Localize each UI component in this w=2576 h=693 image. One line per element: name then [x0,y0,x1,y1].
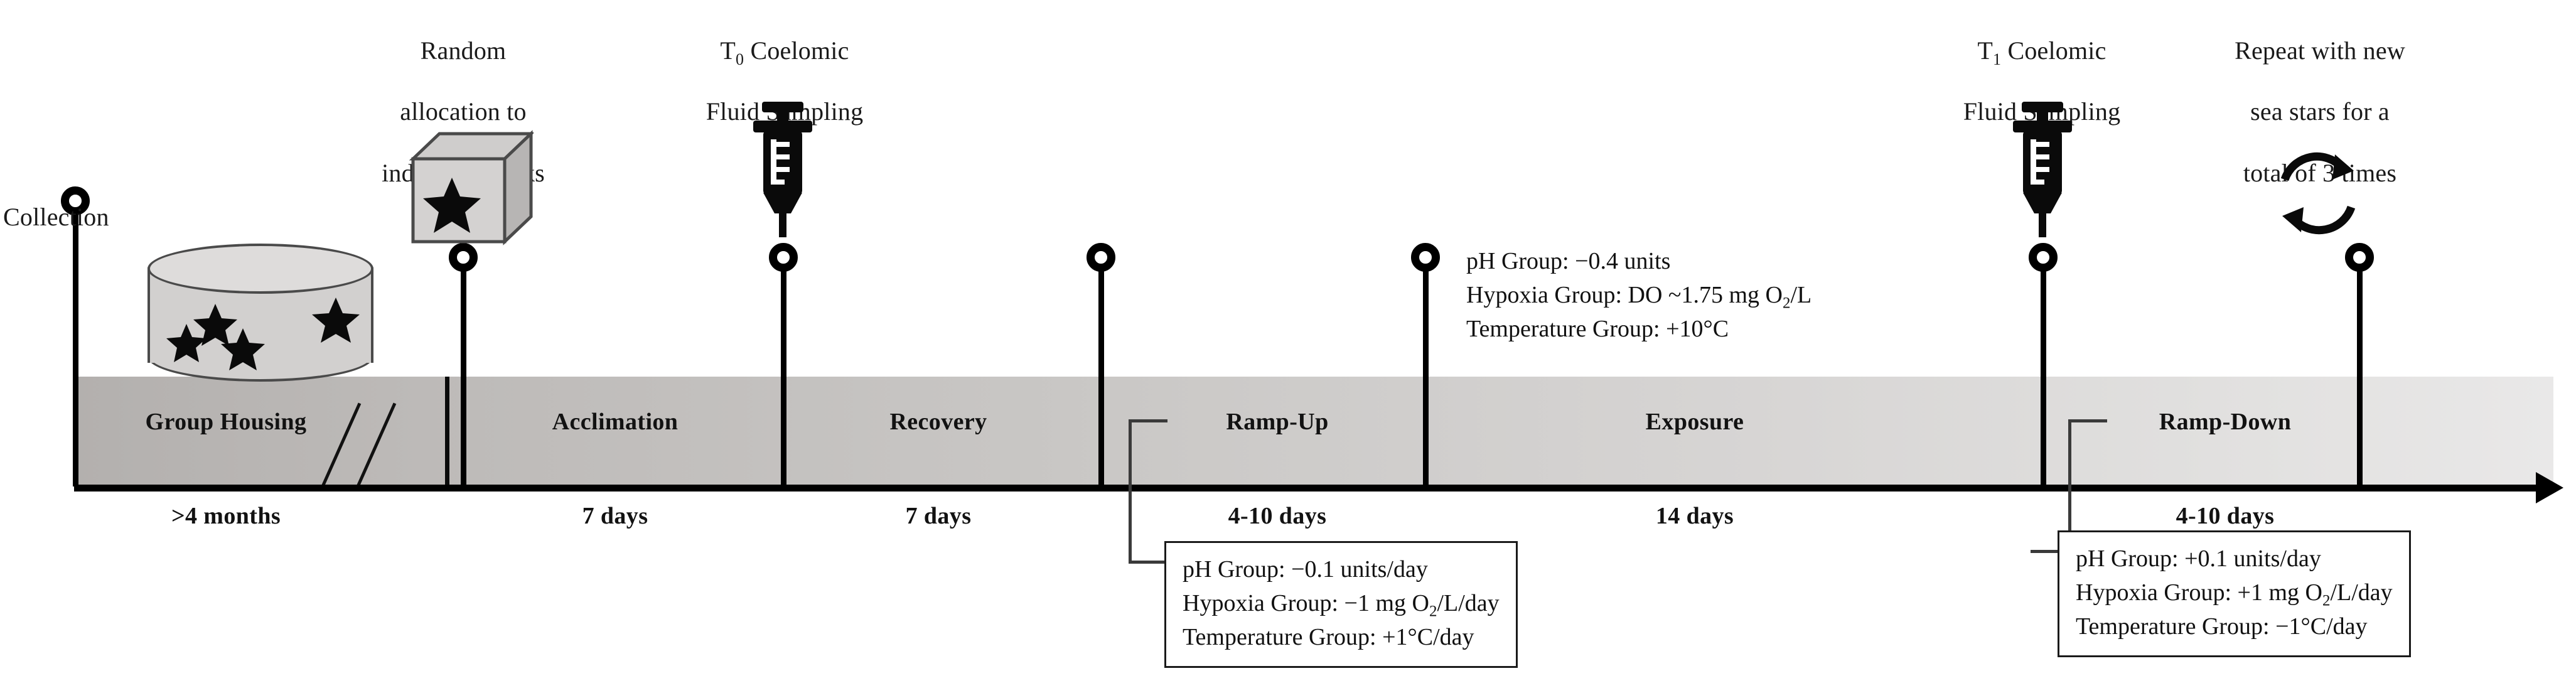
milestone-marker-ramp-up-start[interactable] [1087,243,1115,272]
duration-ramp-down: 4-10 days [2176,503,2275,529]
annotation-text: pH Group: −0.1 units/day [1183,556,1428,583]
annotation-text: Hypoxia Group: +1 mg O [2076,579,2322,606]
annotation-line: Temperature Group: −1°C/day [2076,610,2393,644]
milestone-marker-allocation[interactable] [449,243,478,272]
annotation-text: pH Group: +0.1 units/day [2076,545,2321,572]
annotation-subscript: 2 [2322,592,2331,610]
syringe-icon [2013,102,2072,237]
annotation-exposure-conditions: pH Group: −0.4 units Hypoxia Group: DO ~… [1466,245,1811,346]
tank-sea-stars [166,298,360,370]
milestone-stem-collection [73,201,78,486]
cube-with-star-icon [409,130,534,245]
annotation-text: Hypoxia Group: −1 mg O [1183,589,1429,616]
leader-stub-ramp-down [2069,419,2107,422]
caption-allocation-line1: Random [420,36,507,65]
phase-label-acclimation: Acclimation [552,409,679,435]
milestone-marker-repeat[interactable] [2345,243,2374,272]
t0-prefix: T [720,36,736,65]
leader-line-ramp-down [2068,419,2071,552]
t0-subscript: 0 [736,50,744,68]
duration-group-housing: >4 months [171,503,281,529]
caption-t1-line1: T1 Coelomic [1901,36,2183,68]
t1-rest: Coelomic [2001,36,2106,65]
milestone-stem-t1 [2041,257,2046,486]
milestone-marker-t1[interactable] [2029,243,2058,272]
leader-stub-ramp-up [1130,419,1167,422]
arrow-right-icon [2536,472,2563,503]
caption-t0-line1: T0 Coelomic [647,36,923,68]
milestone-stem-exposure-start [1423,257,1429,486]
cylinder-tank-icon [148,244,373,382]
leader-line-ramp-up-foot [1129,561,1167,564]
annotation-line: Hypoxia Group: DO ~1.75 mg O2/L [1466,279,1811,313]
annotation-subscript: 2 [1782,294,1791,312]
caption-allocation-line2: allocation to [400,97,527,126]
phase-label-recovery: Recovery [889,409,987,435]
t1-subscript: 1 [1993,50,2002,68]
caption-repeat: Repeat with new sea stars for a total of… [2194,5,2445,220]
annotation-text-tail: /L/day [2330,579,2393,606]
duration-exposure: 14 days [1655,503,1734,529]
annotation-ramp-up-rates: pH Group: −0.1 units/day Hypoxia Group: … [1164,541,1518,668]
caption-collection: Collection [3,203,109,231]
phase-label-group-housing: Group Housing [145,409,307,435]
milestone-marker-exposure-start[interactable] [1411,243,1440,272]
leader-line-ramp-up [1129,419,1132,562]
annotation-text: pH Group: −0.4 units [1466,248,1671,274]
annotation-line: pH Group: −0.1 units/day [1183,553,1500,587]
phase-band [74,377,2553,486]
caption-repeat-line1: Repeat with new [2235,36,2405,65]
milestone-stem-repeat [2357,257,2363,486]
annotation-line: Hypoxia Group: +1 mg O2/L/day [2076,576,2393,610]
leader-line-ramp-down-foot [2031,550,2069,553]
milestone-stem-t0 [781,257,786,486]
band-divider-group-housing-acclimation [445,377,449,487]
phase-label-ramp-up: Ramp-Up [1226,409,1329,435]
caption-repeat-line2: sea stars for a [2250,97,2390,126]
annotation-text-tail: /L/day [1437,589,1500,616]
annotation-text-tail: /L [1790,281,1812,308]
timeline-axis [74,485,2547,492]
annotation-text: Temperature Group: +10°C [1466,315,1729,342]
annotation-text: Temperature Group: −1°C/day [2076,613,2368,640]
annotation-line: Hypoxia Group: −1 mg O2/L/day [1183,587,1500,621]
annotation-line: pH Group: −0.4 units [1466,245,1811,279]
milestone-marker-collection[interactable] [61,186,90,215]
annotation-text: Temperature Group: +1°C/day [1183,623,1474,650]
t0-rest: Coelomic [744,36,849,65]
annotation-subscript: 2 [1429,603,1437,620]
annotation-line: pH Group: +0.1 units/day [2076,542,2393,576]
milestone-stem-ramp-up-start [1098,257,1104,486]
phase-label-exposure: Exposure [1645,409,1744,435]
annotation-text: Hypoxia Group: DO ~1.75 mg O [1466,281,1783,308]
caption-repeat-line3: total of 3 times [2243,158,2397,187]
t1-prefix: T [1977,36,1994,65]
syringe-icon [753,102,812,237]
annotation-line: Temperature Group: +10°C [1466,313,1811,346]
phase-label-ramp-down: Ramp-Down [2159,409,2292,435]
circular-repeat-arrows-icon [2280,152,2356,235]
duration-acclimation: 7 days [582,503,648,529]
annotation-line: Temperature Group: +1°C/day [1183,621,1500,655]
duration-recovery: 7 days [905,503,972,529]
tank-top-rim [148,244,373,294]
duration-ramp-up: 4-10 days [1228,503,1327,529]
annotation-ramp-down-rates: pH Group: +0.1 units/day Hypoxia Group: … [2058,530,2411,657]
milestone-marker-t0[interactable] [769,243,798,272]
milestone-stem-allocation [461,257,466,486]
